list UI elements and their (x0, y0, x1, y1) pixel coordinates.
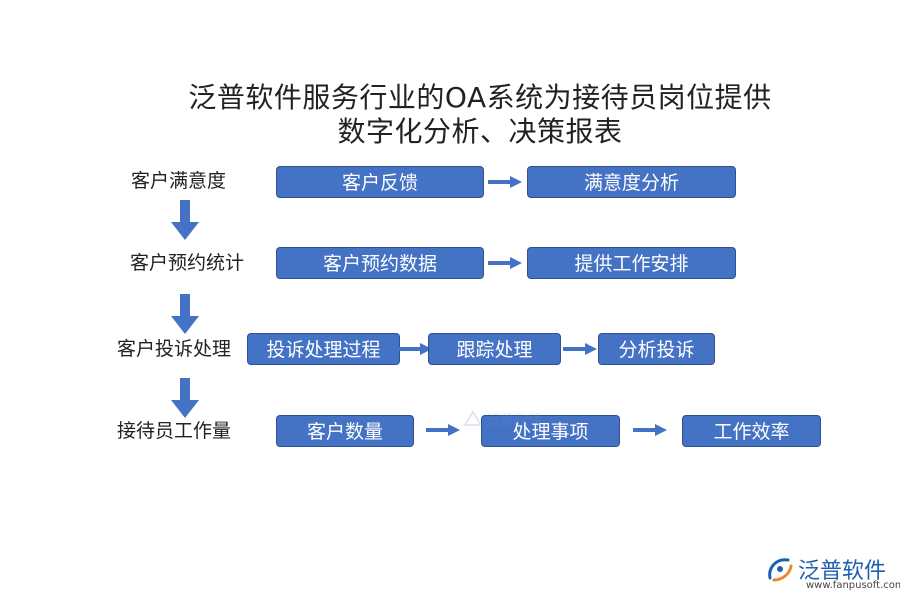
diagram-title-line-1: 泛普软件服务行业的OA系统为接待员岗位提供 (188, 81, 772, 114)
flow-box-complaint-process: 投诉处理过程 (247, 333, 400, 365)
right-arrow-icon (633, 424, 667, 436)
flow-box-appointment-data: 客户预约数据 (276, 247, 484, 279)
diagram-title-line-2: 数字化分析、决策报表 (337, 115, 623, 148)
down-arrow-icon (171, 200, 199, 240)
down-arrow-icon (171, 294, 199, 334)
right-arrow-icon (398, 343, 432, 355)
flow-box-work-efficiency: 工作效率 (682, 415, 821, 447)
brand-logo: 泛普软件 www.fanpusoft.com (764, 552, 900, 596)
watermark-logo-icon (463, 410, 483, 426)
right-arrow-icon (488, 176, 522, 188)
down-arrow-icon (171, 378, 199, 418)
flow-box-customer-count: 客户数量 (276, 415, 414, 447)
stage-label-complaint: 客户投诉处理 (117, 338, 232, 360)
logo-text: 泛普软件 (798, 559, 887, 584)
watermark: 泛普软件 (462, 408, 552, 432)
flow-box-customer-feedback: 客户反馈 (276, 166, 484, 198)
flow-box-complaint-analysis: 分析投诉 (598, 333, 715, 365)
fanpu-logo-icon (768, 558, 793, 582)
flow-box-satisfaction-analysis: 满意度分析 (527, 166, 736, 198)
logo-url: www.fanpusoft.com (806, 580, 900, 591)
right-arrow-icon (488, 257, 522, 269)
stage-label-satisfaction: 客户满意度 (131, 170, 227, 192)
flow-box-work-arrangement: 提供工作安排 (527, 247, 736, 279)
right-arrow-icon (426, 424, 460, 436)
stage-label-appointment: 客户预约统计 (130, 252, 245, 274)
stage-label-workload: 接待员工作量 (117, 420, 232, 442)
watermark-text: 泛普软件 (486, 413, 542, 429)
right-arrow-icon (563, 343, 597, 355)
flow-box-tracking: 跟踪处理 (428, 333, 561, 365)
flow-box-handled-items: 处理事项 (481, 415, 620, 447)
